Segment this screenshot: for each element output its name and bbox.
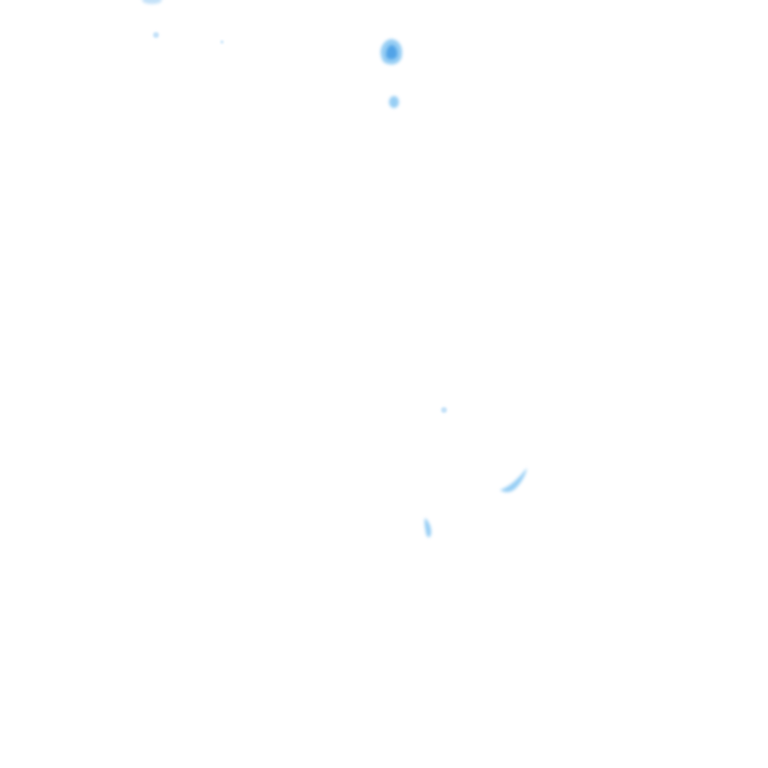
precip-cell-8 [424, 518, 432, 538]
precip-cell-6 [441, 407, 447, 413]
precip-cell-1 [142, 0, 162, 4]
precip-cell-2 [153, 32, 159, 38]
precip-cell-5 [389, 96, 399, 108]
precip-cell-7 [500, 468, 527, 493]
precip-cell-3 [220, 40, 224, 44]
precip-cell-4 [380, 39, 403, 65]
